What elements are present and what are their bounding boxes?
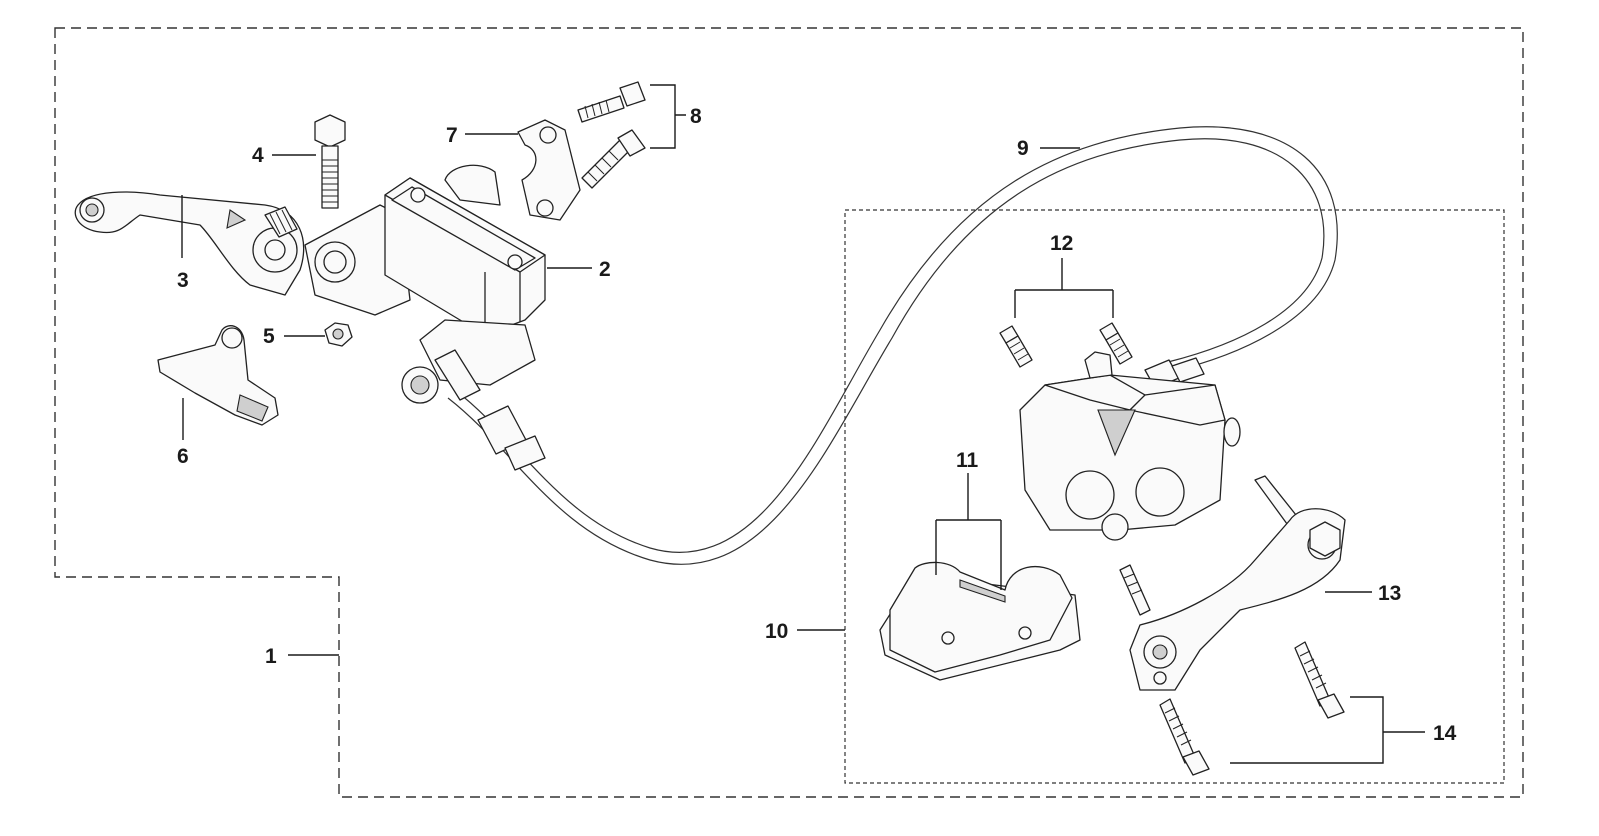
- callout-5: 5: [263, 325, 275, 348]
- callout-7: 7: [446, 124, 458, 147]
- bracket-bolts: [1159, 641, 1345, 776]
- callout-8: 8: [690, 105, 702, 128]
- lever-guard: [157, 325, 279, 426]
- callout-10: 10: [765, 620, 788, 643]
- callout-13: 13: [1378, 582, 1401, 605]
- callout-4: 4: [252, 144, 264, 167]
- callout-11: 11: [956, 449, 979, 472]
- assembly-boundary-outer: [54, 27, 1524, 798]
- lock-nut: [324, 322, 353, 347]
- brake-caliper: [1019, 351, 1241, 541]
- brake-pads: [879, 561, 1081, 681]
- callout-1: 1: [265, 645, 277, 668]
- callout-2: 2: [599, 258, 611, 281]
- callout-6: 6: [177, 445, 189, 468]
- clamp-bolts: [577, 81, 646, 189]
- callout-3: 3: [177, 269, 189, 292]
- master-cylinder: [304, 164, 546, 404]
- handlebar-clamp: [517, 119, 581, 221]
- callout-9: 9: [1017, 137, 1029, 160]
- assembly-boundary-caliper: [844, 209, 1505, 784]
- brake-lever: [74, 191, 305, 296]
- caliper-mounting-bolts: [999, 322, 1133, 368]
- callout-12: 12: [1050, 232, 1073, 255]
- leader-lines: [181, 84, 1425, 764]
- caliper-bracket: [1119, 475, 1346, 691]
- callout-14: 14: [1433, 722, 1457, 745]
- pivot-bolt: [314, 114, 346, 209]
